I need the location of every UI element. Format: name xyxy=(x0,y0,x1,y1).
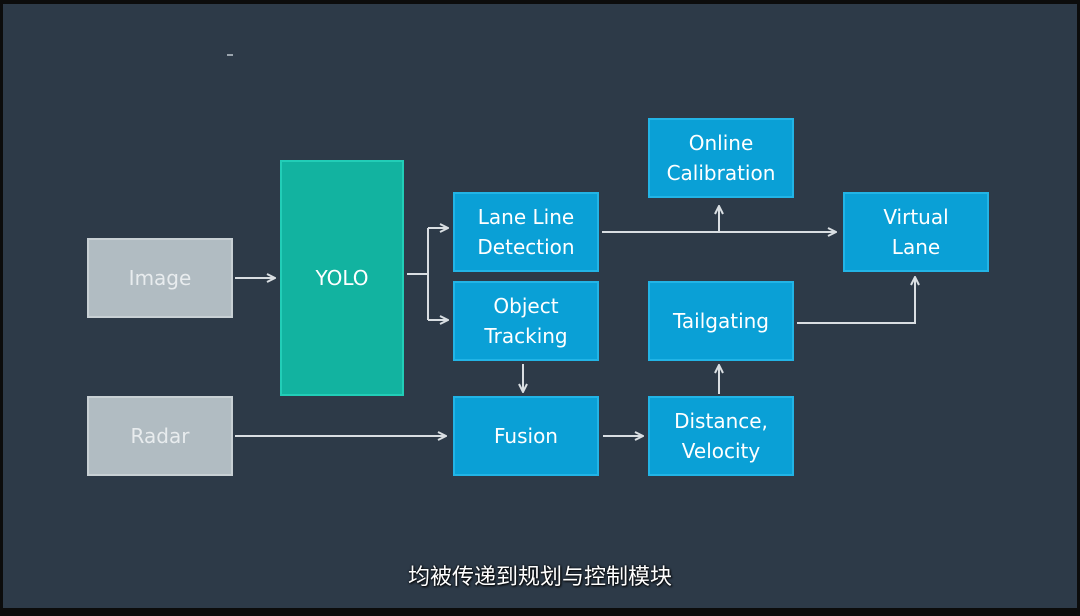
node-fusion: Fusion xyxy=(453,396,599,476)
node-distance-velocity: Distance, Velocity xyxy=(648,396,794,476)
node-tailgating: Tailgating xyxy=(648,281,794,361)
node-online-calibration: Online Calibration xyxy=(648,118,794,198)
diagram-canvas: Image Radar YOLO Lane Line Detection Obj… xyxy=(3,4,1077,608)
arrow-layer xyxy=(235,4,1077,608)
decorative-fleck xyxy=(227,54,233,56)
node-lane-line-detection: Lane Line Detection xyxy=(453,192,599,272)
node-object-tracking: Object Tracking xyxy=(453,281,599,361)
node-yolo: YOLO xyxy=(280,160,404,396)
node-virtual-lane: Virtual Lane xyxy=(843,192,989,272)
node-image: Image xyxy=(87,238,233,318)
video-subtitle: 均被传递到规划与控制模块 xyxy=(407,565,672,590)
node-radar: Radar xyxy=(87,396,233,476)
arrow-tailgating-to-virtual-lane xyxy=(797,277,915,324)
